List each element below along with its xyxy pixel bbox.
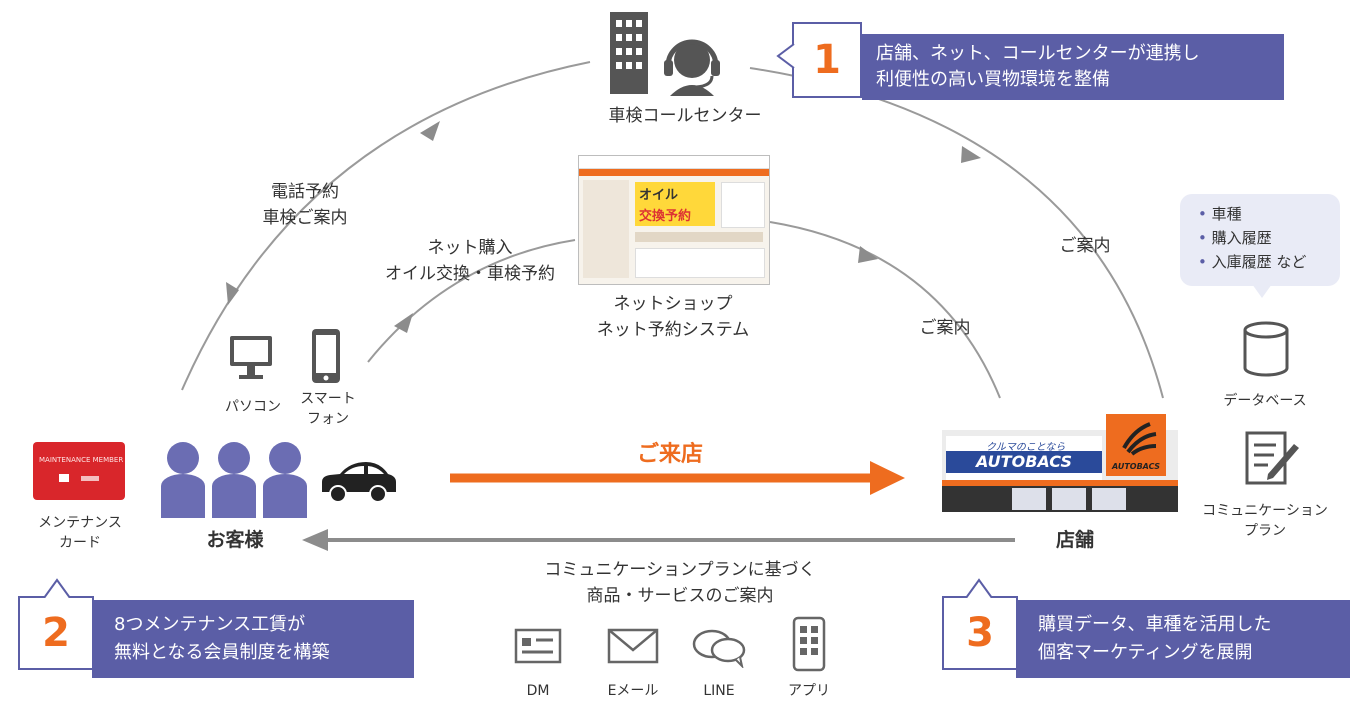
arrowhead-guide-inner [858,246,878,263]
bubble-tail [1252,284,1272,298]
bubble-item: 入庫履歴 など [1198,250,1340,274]
channel-label-email: Eメール [607,683,659,699]
guide-label-outer: ご案内 [1059,236,1111,256]
arc-customer-to-netshop [367,239,576,363]
document-pen-icon [1244,430,1300,488]
smartphone-icon [310,328,342,384]
callout-1-number: 1 [792,22,862,98]
pc-monitor-icon [228,334,274,384]
store-building: クルマのことなら AUTOBACS AUTOBACS [942,414,1178,512]
callout-3-line2: 個客マーケティングを展開 [1038,642,1253,663]
customer-label: お客様 [206,529,264,551]
net-reservation-label: オイル交換・車検予約 [385,264,555,284]
callout-2-line2: 無料となる会員制度を構築 [114,642,330,663]
callout-2-number: 2 [18,596,94,670]
chat-bubbles-icon [690,624,748,670]
screen-banner-2: 交換予約 [639,209,692,224]
net-purchase-label: ネット購入 [427,238,513,258]
screen-banner-1: オイル [639,188,679,203]
netshop-label-2: ネット予約システム [596,320,750,340]
visit-label: ご来店 [636,442,703,467]
bubble-item: 車種 [1198,202,1340,226]
plan-label-1: コミュニケーション [1202,503,1328,519]
maintenance-card-image: MAINTENANCE MEMBER [33,442,125,500]
database-icon [1242,320,1290,378]
comm-plan-guide-label-2: 商品・サービスのご案内 [586,586,774,606]
smartphone-label-2: フォン [307,411,349,427]
callout-2: 8つメンテナンス工賃が 無料となる会員制度を構築 [92,600,414,678]
callout-3-line1: 購買データ、車種を活用した [1038,614,1272,635]
plan-label-2: プラン [1244,523,1286,539]
callout-3-pointer [966,578,992,598]
card-label-2: カード [59,535,101,551]
callout-2-pointer [44,578,70,598]
channel-label-app: アプリ [788,683,830,699]
arrowhead-phone-down [226,282,239,305]
netshop-screenshot: オイル 交換予約 [578,155,770,285]
callout-1-pointer [776,44,795,68]
car-icon [318,460,398,504]
arrowhead-guide-outer [961,146,981,163]
autobacs-logo-text: AUTOBACS [1112,462,1160,471]
store-label: 店舗 [1055,529,1094,551]
envelope-icon [606,624,660,668]
comm-plan-guide-label-1: コミュニケーションプランに基づく [544,560,816,580]
database-bubble: 車種 購入履歴 入庫履歴 など [1180,194,1340,286]
callout-1-line1: 店舗、ネット、コールセンターが連携し [876,43,1200,64]
arc-netshop-to-store [769,221,1001,399]
bubble-item: 購入履歴 [1198,226,1340,250]
database-label: データベース [1223,393,1307,409]
store-sign-brand: AUTOBACS [946,451,1102,473]
card-text: MAINTENANCE MEMBER [39,456,124,464]
callout-2-line1: 8つメンテナンス工賃が [114,614,306,635]
store-sign-small: クルマのことなら [986,442,1066,453]
callout-1: 店舗、ネット、コールセンターが連携し 利便性の高い買物環境を整備 [862,34,1284,100]
card-label-1: メンテナンス [38,515,122,531]
callout-3: 購買データ、車種を活用した 個客マーケティングを展開 [1016,600,1350,678]
inspection-guide-label: 車検ご案内 [262,208,348,228]
visit-arrowhead [870,461,905,495]
channel-label-line: LINE [703,683,735,699]
smartphone-label-1: スマート [300,391,356,407]
building-icon [610,12,648,94]
operator-headset-icon [660,30,724,96]
return-arrowhead [302,529,328,551]
arc-customer-to-callcenter [181,61,591,391]
callout-1-line2: 利便性の高い買物環境を整備 [876,69,1110,90]
guide-label-inner: ご案内 [919,318,971,338]
dm-card-icon [513,624,563,668]
arrowhead-phone-up [420,121,440,141]
callout-3-number: 3 [942,596,1018,670]
arrowhead-net-up [394,313,413,333]
phone-reservation-label: 電話予約 [271,182,339,202]
customers-icon [158,440,310,518]
callcenter-label: 車検コールセンター [608,106,762,126]
channel-label-dm: DM [526,683,550,699]
autobacs-logo: AUTOBACS [1106,414,1166,476]
arc-callcenter-to-store [749,67,1164,399]
app-phone-icon [791,616,827,672]
netshop-label-1: ネットショップ [613,294,733,314]
pc-label: パソコン [225,399,281,415]
